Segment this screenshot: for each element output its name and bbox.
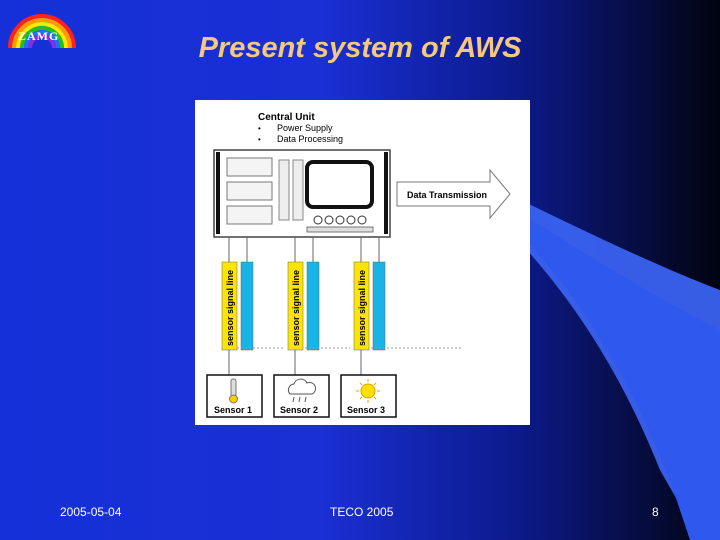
logo: ZAMG [6,4,78,52]
sun-icon [356,379,380,403]
logo-text: ZAMG [18,29,60,43]
signal-line-label-2: sensor signal line [291,270,301,346]
sensor-2: Sensor 2 [273,374,330,418]
footer-center: TECO 2005 [330,505,394,519]
sensor-3: Sensor 3 [340,374,397,418]
central-unit-box [213,149,391,238]
signal-cables: sensor signal line sensor signal line se… [221,237,463,375]
page-number: 8 [652,505,659,519]
central-unit-item-processing: Data Processing [277,134,343,144]
data-transmission-arrow: Data Transmission [396,168,511,220]
bullet-icon: • [258,124,261,133]
rain-cloud-icon [287,378,317,403]
rainbow-logo-icon [8,14,76,49]
thermometer-icon [229,378,238,404]
sensor-3-label: Sensor 3 [347,405,385,415]
sensor-2-label: Sensor 2 [280,405,318,415]
central-unit-title: Central Unit [258,112,315,123]
aws-diagram: Central Unit • Power Supply • Data Proce… [195,100,530,425]
footer-date: 2005-05-04 [60,505,122,519]
sensor-1: Sensor 1 [206,374,263,418]
data-transmission-label: Data Transmission [407,190,487,200]
signal-line-label-1: sensor signal line [225,270,235,346]
bullet-icon: • [258,135,261,144]
slide-title: Present system of AWS [198,32,522,64]
central-unit-item-power: Power Supply [277,123,333,133]
sensor-1-label: Sensor 1 [214,405,252,415]
signal-line-label-3: sensor signal line [357,270,367,346]
